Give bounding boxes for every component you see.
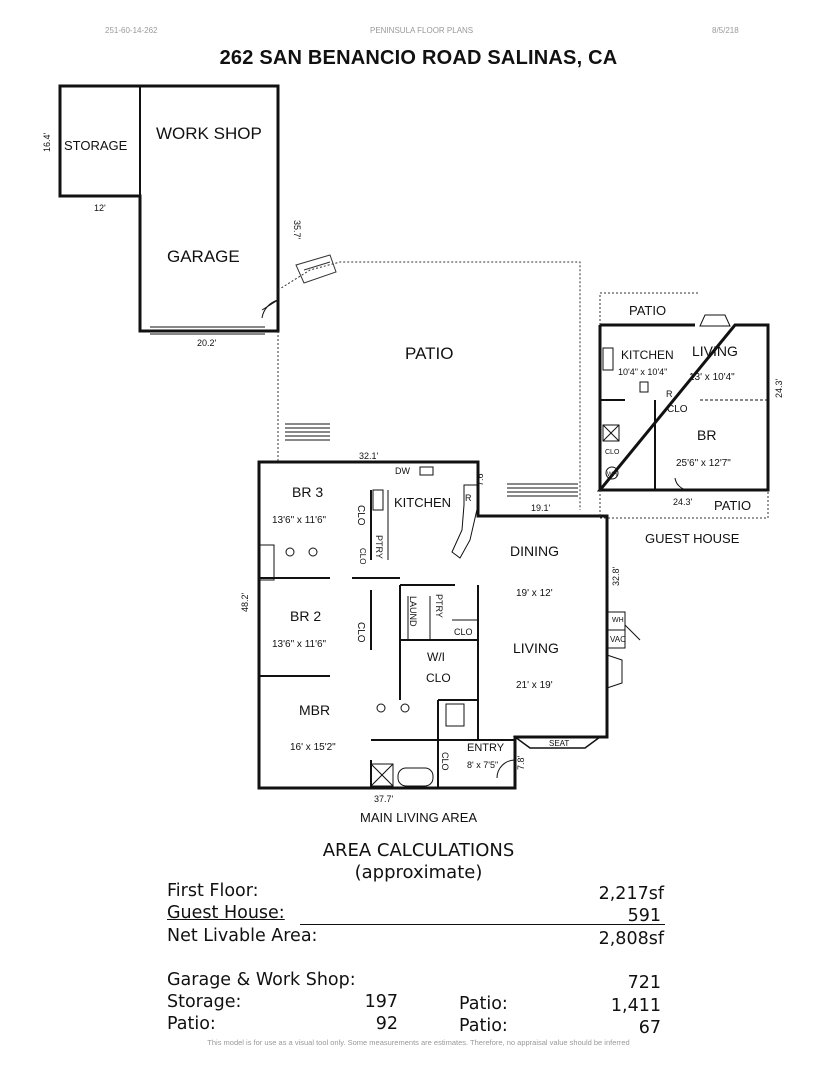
outbuilding xyxy=(58,84,280,335)
dim-bottom: 37.7' xyxy=(374,794,394,804)
patio-steps-right xyxy=(507,483,578,497)
net-livable-label: Net Livable Area: xyxy=(167,926,318,946)
guest-house-label: Guest House: xyxy=(167,903,285,923)
br3-label: BR 3 xyxy=(292,484,323,500)
dim-entry: 7.8' xyxy=(516,755,526,770)
dim-dining-top: 19.1' xyxy=(531,503,551,513)
dining-size: 19' x 12' xyxy=(516,588,553,599)
guest-br-label: BR xyxy=(697,427,716,443)
closet-label: CLO xyxy=(454,627,473,637)
guest-water-heater: WH xyxy=(607,472,617,478)
entry-size: 8' x 7'5" xyxy=(467,760,498,770)
net-livable-value: 2,808sf xyxy=(598,929,664,949)
guest-kitchen-size: 10'4" x 10'4" xyxy=(618,367,667,377)
header-date: 8/5/218 xyxy=(712,26,739,35)
br3-closet: CLO xyxy=(355,505,366,526)
patio-area-label-3: Patio: xyxy=(459,1016,508,1036)
guest-br-size: 25'6" x 12'7" xyxy=(676,458,731,469)
dim-right: 32.8' xyxy=(611,566,621,586)
guest-patio-bottom: PATIO xyxy=(714,498,751,513)
laundry-label: LAUND xyxy=(408,596,418,627)
vac-label: VAC xyxy=(610,635,626,644)
guest-dim-bottom: 24.3' xyxy=(673,497,693,507)
garage-label: GARAGE xyxy=(167,247,240,266)
dim-left: 48.2' xyxy=(240,592,250,612)
water-heater-label: WH xyxy=(612,617,624,624)
page-title: 262 SAN BENANCIO ROAD SALINAS, CA xyxy=(219,47,618,69)
dim-kitchen: 7.6' xyxy=(475,471,485,486)
kitchen-label: KITCHEN xyxy=(394,495,451,510)
br2-label: BR 2 xyxy=(290,608,321,624)
entry-label: ENTRY xyxy=(467,742,505,754)
guest-closet-small: CLO xyxy=(605,449,620,456)
dim-storage-height: 16.4' xyxy=(42,132,52,152)
storage-area-label: Storage: xyxy=(167,992,242,1012)
header-code: 251-60-14-262 xyxy=(105,26,158,35)
patio-area-value-2: 92 xyxy=(375,1014,398,1034)
subtotal-rule xyxy=(300,924,665,925)
header-company: PENINSULA FLOOR PLANS xyxy=(370,26,474,35)
walkin-label: W/I xyxy=(427,650,445,664)
seat-label: SEAT xyxy=(549,739,569,748)
guest-patio-top: PATIO xyxy=(629,303,666,318)
pantry-label: PTRY xyxy=(434,594,444,618)
storage-area-value: 197 xyxy=(364,992,398,1012)
dishwasher-label: DW xyxy=(395,466,410,476)
walkin-closet-label: CLO xyxy=(426,671,451,685)
main-living-caption: MAIN LIVING AREA xyxy=(360,810,477,825)
br2-closet: CLO xyxy=(355,622,366,643)
guest-living-size: 13' x 10'4" xyxy=(689,372,735,383)
guest-house-value: 591 xyxy=(627,906,661,926)
guest-dim-right: 24.3' xyxy=(774,378,784,398)
dim-storage-width: 12' xyxy=(94,203,106,213)
garage-workshop-label: Garage & Work Shop: xyxy=(167,970,356,990)
entry-closet: CLO xyxy=(440,752,450,771)
storage-label: STORAGE xyxy=(64,138,128,153)
area-calc-subtitle: (approximate) xyxy=(354,862,483,883)
br3-size: 13'6" x 11'6" xyxy=(272,515,327,526)
mbr-size: 16' x 15'2" xyxy=(290,742,336,753)
guest-closet-label: CLO xyxy=(667,404,688,415)
patio-steps-left xyxy=(285,423,330,441)
patio-main-label: PATIO xyxy=(405,344,454,363)
patio-area-value-3: 67 xyxy=(638,1018,661,1038)
br2-size: 13'6" x 11'6" xyxy=(272,639,327,650)
dim-garage-width: 20.2' xyxy=(197,338,217,348)
guest-house-caption: GUEST HOUSE xyxy=(645,531,740,546)
disclaimer-footer: This model is for use as a visual tool o… xyxy=(207,1038,630,1047)
dim-garage-depth: 35.7' xyxy=(292,220,302,240)
mbr-label: MBR xyxy=(299,702,330,718)
dining-label: DINING xyxy=(510,543,559,559)
guest-patio-outlines xyxy=(599,292,769,519)
patio-area-label-2: Patio: xyxy=(167,1014,216,1034)
patio-area-label-1: Patio: xyxy=(459,994,508,1014)
br3-closet-small: CLO xyxy=(358,548,367,564)
guest-house-walls xyxy=(596,314,770,492)
kitchen-pantry: PTRY xyxy=(374,535,384,559)
patio-main-outline xyxy=(277,254,581,510)
main-house-walls xyxy=(257,460,641,790)
living-size: 21' x 19' xyxy=(516,680,553,691)
guest-fridge-label: R xyxy=(666,389,673,399)
living-label: LIVING xyxy=(513,640,559,656)
garage-workshop-value: 721 xyxy=(627,973,661,993)
fridge-label: R xyxy=(465,493,472,503)
patio-area-value-1: 1,411 xyxy=(610,996,661,1016)
floor-plan: STORAGE WORK SHOP GARAGE 16.4' 12' 35.7'… xyxy=(42,84,784,825)
workshop-label: WORK SHOP xyxy=(156,124,262,143)
first-floor-label: First Floor: xyxy=(167,881,259,901)
guest-living-label: LIVING xyxy=(692,343,738,359)
area-calc-title: AREA CALCULATIONS xyxy=(322,840,515,861)
guest-kitchen-label: KITCHEN xyxy=(621,348,674,362)
first-floor-value: 2,217sf xyxy=(598,884,664,904)
dim-patio-width: 32.1' xyxy=(359,451,379,461)
